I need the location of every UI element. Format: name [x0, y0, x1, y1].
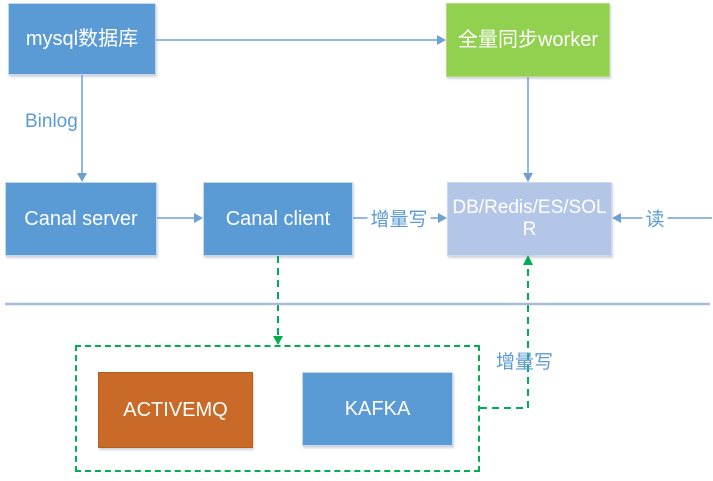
node-canal-server: Canal server: [5, 182, 157, 256]
edge-label-read: 读: [642, 204, 668, 232]
node-mysql-database: mysql数据库: [8, 3, 156, 75]
edge-canal-client-to-mq-group: [273, 256, 283, 345]
mq-group-dashed-box: [75, 345, 480, 472]
node-storage-db-redis-es-solr: DB/Redis/ES/SOL R: [447, 182, 612, 256]
node-storage-label-line1: DB/Redis/ES/SOL: [452, 197, 607, 219]
edge-label-binlog: Binlog: [25, 111, 78, 132]
node-canal-server-label: Canal server: [24, 207, 138, 230]
node-kafka: KAFKA: [302, 372, 453, 446]
node-mysql-database-label: mysql数据库: [25, 27, 139, 50]
edge-canal-server-to-client: [157, 213, 203, 223]
edge-mq-group-to-storage: [480, 255, 533, 409]
node-activemq: ACTIVEMQ: [98, 372, 253, 448]
node-canal-client-label: Canal client: [225, 207, 331, 230]
node-kafka-label: KAFKA: [344, 397, 411, 420]
edge-label-incremental-write-mq: 增量写: [496, 352, 554, 373]
node-full-sync-worker-label: 全量同步worker: [457, 28, 598, 51]
node-full-sync-worker: 全量同步worker: [446, 3, 610, 77]
edge-mysql-to-canal-server: [77, 75, 87, 182]
edge-worker-to-storage: [523, 77, 533, 182]
edge-mysql-to-worker: [156, 35, 446, 45]
edge-label-incremental-write: 增量写: [367, 204, 431, 232]
node-canal-client: Canal client: [203, 182, 353, 256]
node-activemq-label: ACTIVEMQ: [123, 398, 228, 421]
node-storage-label-line2: R: [522, 219, 537, 240]
